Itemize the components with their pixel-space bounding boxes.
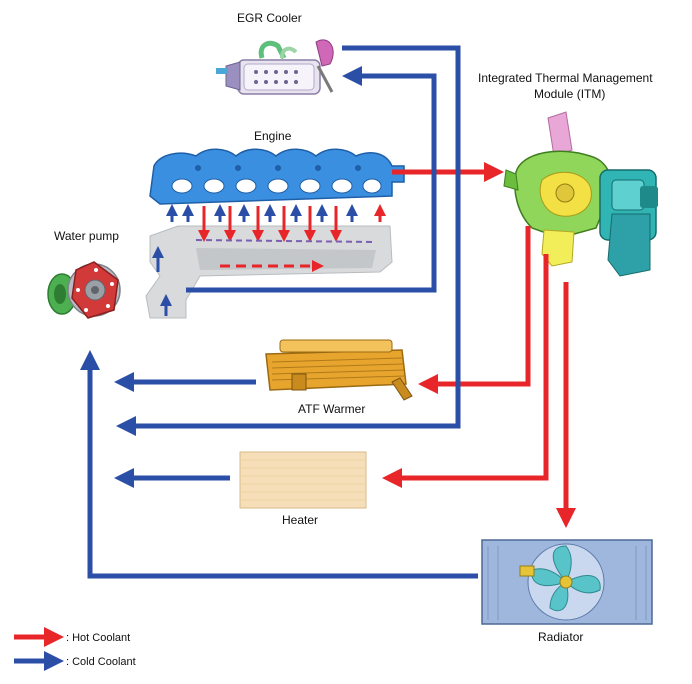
hot-line-itm-to-heater (382, 254, 549, 488)
water-pump-illustration (47, 261, 121, 319)
label-itm-line1: Integrated Thermal Management (478, 71, 653, 85)
hot-line-itm-to-atf (418, 226, 531, 394)
label-itm-line2: Module (ITM) (534, 87, 605, 101)
label-engine: Engine (254, 129, 292, 143)
cold-line-egr-to-pump (116, 45, 461, 436)
label-radiator: Radiator (538, 630, 583, 644)
cold-line-radiator-to-pump (80, 350, 478, 579)
legend-cold-label: : Cold Coolant (66, 656, 136, 668)
egr-cooler-illustration (216, 39, 334, 95)
itm-illustration (503, 111, 658, 277)
label-egr-cooler: EGR Cooler (237, 11, 302, 25)
label-atf-warmer: ATF Warmer (298, 402, 365, 416)
legend-hot-label: : Hot Coolant (66, 632, 130, 644)
legend: : Hot Coolant : Cold Coolant (14, 627, 136, 671)
radiator-illustration (481, 539, 653, 625)
label-water-pump: Water pump (54, 229, 119, 243)
engine-illustration (145, 148, 405, 319)
atf-warmer-illustration (265, 339, 413, 401)
cold-line-engine-to-egr (186, 66, 437, 293)
heater-illustration (239, 451, 367, 509)
label-heater: Heater (282, 513, 318, 527)
